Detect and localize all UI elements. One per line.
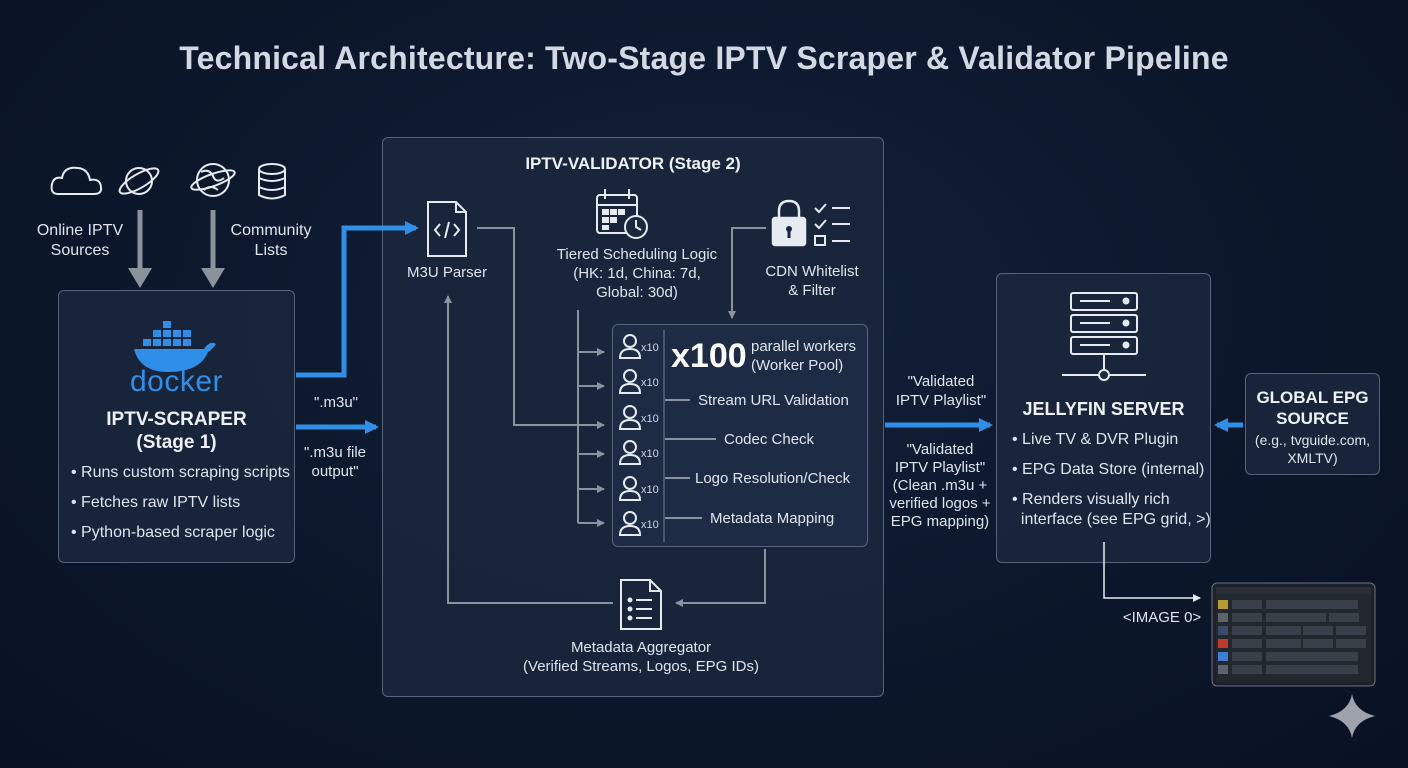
source-arrows xyxy=(128,210,225,288)
pool-to-aggregator-line xyxy=(675,549,766,607)
pool-multiplier: x100 xyxy=(671,337,747,375)
epg-source-box xyxy=(1245,373,1380,475)
document-list-icon xyxy=(620,579,662,630)
scraper-bullet: • Python-based scraper logic xyxy=(71,524,275,541)
pool-label: parallel workers (Worker Pool) xyxy=(751,338,857,374)
lock-checklist-icon xyxy=(771,199,850,247)
globe-icon xyxy=(190,163,236,197)
worker-icon xyxy=(618,476,642,501)
metadata-aggregator-label: Metadata Aggregator (Verified Streams, L… xyxy=(523,639,759,675)
cdn-to-pool-line xyxy=(728,227,766,319)
worker-icons xyxy=(618,334,642,536)
task-logo-resolution: Logo Resolution/Check xyxy=(695,470,851,487)
worker-icon xyxy=(618,405,642,430)
diagram-title: Technical Architecture: Two-Stage IPTV S… xyxy=(179,40,1229,76)
cloud-icon xyxy=(50,166,103,195)
task-codec-check: Codec Check xyxy=(724,431,815,448)
jellyfin-bullet: • Live TV & DVR Plugin xyxy=(1012,431,1179,448)
code-file-icon xyxy=(427,201,467,257)
docker-whale-icon xyxy=(134,321,216,372)
jellyfin-heading: JELLYFIN SERVER xyxy=(1022,399,1185,419)
worker-icon xyxy=(618,511,642,536)
worker-multiplier: x10 xyxy=(641,342,659,354)
m3u-parser-label: M3U Parser xyxy=(406,264,488,281)
epg-source-heading: GLOBAL EPG SOURCE xyxy=(1256,388,1369,428)
task-metadata-mapping: Metadata Mapping xyxy=(710,510,835,527)
validated-playlist-label: "Validated IPTV Playlist" xyxy=(895,373,987,409)
jellyfin-box xyxy=(996,273,1211,563)
worker-icon xyxy=(618,369,642,394)
docker-logo-text: docker xyxy=(129,365,224,398)
worker-multiplier: x10 xyxy=(641,377,659,389)
database-icon xyxy=(258,163,286,200)
jellyfin-bullet: • EPG Data Store (internal) xyxy=(1012,461,1205,478)
epg-source-detail: (e.g., tvguide.com, XMLTV) xyxy=(1254,432,1371,466)
worker-pool-box xyxy=(612,324,868,547)
epg-grid-thumbnail xyxy=(1211,582,1376,687)
cdn-whitelist-label: CDN Whitelist & Filter xyxy=(765,263,859,299)
validator-heading: IPTV-VALIDATOR (Stage 2) xyxy=(525,154,741,173)
calendar-clock-icon xyxy=(596,189,648,239)
online-sources-label: Online IPTV Sources xyxy=(36,222,124,259)
scraper-bullet: • Runs custom scraping scripts xyxy=(71,464,291,481)
server-icon xyxy=(1062,292,1146,381)
scraper-heading: IPTV-SCRAPER (Stage 1) xyxy=(106,409,247,453)
worker-multiplier: x10 xyxy=(641,448,659,460)
worker-icon xyxy=(618,440,642,465)
worker-multiplier: x10 xyxy=(641,413,659,425)
image-reference-label: <IMAGE 0> xyxy=(1122,609,1202,626)
scraper-bullets: • Runs custom scraping scripts • Fetches… xyxy=(71,463,290,553)
scheduling-label: Tiered Scheduling Logic (HK: 1d, China: … xyxy=(556,246,718,301)
sparkle-icon xyxy=(1329,694,1375,738)
worker-icon xyxy=(618,334,642,359)
validated-playlist-detail-label: "Validated IPTV Playlist" (Clean .m3u + … xyxy=(889,441,991,530)
m3u-edge-label: ".m3u" xyxy=(314,394,358,411)
parser-to-workers-line xyxy=(477,227,605,429)
worker-multiplier: x10 xyxy=(641,519,659,531)
jellyfin-bullet: • Renders visually rich interface (see E… xyxy=(1012,491,1211,528)
planet-icon xyxy=(118,167,160,195)
m3u-to-parser-arrow xyxy=(296,221,419,378)
m3u-output-edge-label: ".m3u file output" xyxy=(303,444,366,480)
task-stream-url-validation: Stream URL Validation xyxy=(698,392,849,409)
scraper-bullet: • Fetches raw IPTV lists xyxy=(71,494,241,511)
aggregator-to-parser-line xyxy=(444,295,613,604)
community-lists-label: Community Lists xyxy=(230,222,312,259)
jellyfin-bullets: • Live TV & DVR Plugin • EPG Data Store … xyxy=(1012,430,1211,540)
jellyfin-to-image-line xyxy=(1103,542,1201,602)
worker-multiplier: x10 xyxy=(641,484,659,496)
